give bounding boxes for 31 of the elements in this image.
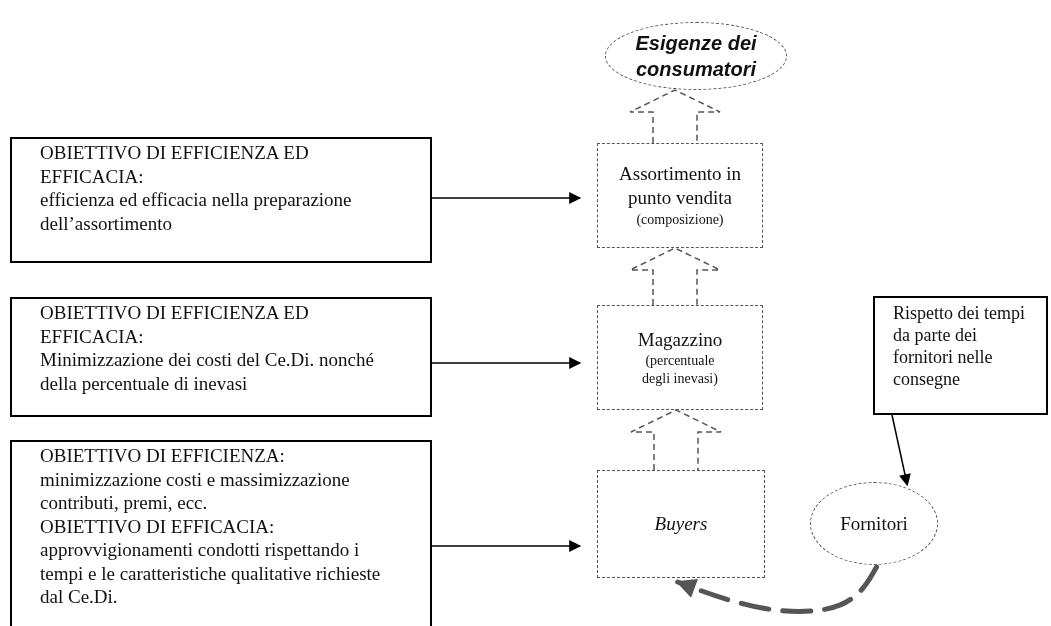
objective-heading: OBIETTIVO DI EFFICIENZA: xyxy=(40,444,286,468)
node-note: (composizione) xyxy=(636,210,724,229)
objective-box xyxy=(10,440,432,626)
process-box xyxy=(597,470,765,578)
process-box xyxy=(597,305,763,410)
arrow xyxy=(431,357,582,369)
objective-text: minimizzazione costi e massimizzazione contributi, premi, ecc. xyxy=(40,467,351,515)
arrow xyxy=(431,192,582,204)
objective-text: efficienza ed efficacia nella preparazione dell’assortimento xyxy=(40,188,353,235)
arrow xyxy=(891,414,911,487)
node-title: Assortimento in punto vendita xyxy=(618,161,742,210)
objective-text: Minimizzazione dei costi del Ce.Di. nonché della percentuale di inevasi xyxy=(40,348,375,395)
objective-heading: OBIETTIVO DI EFFICACIA: xyxy=(40,514,276,538)
node-title: Magazzino xyxy=(637,327,723,352)
objective-heading: OBIETTIVO DI EFFICIENZA ED EFFICACIA: xyxy=(40,301,310,348)
node-title: Fornitori xyxy=(840,511,908,536)
note-text: Rispetto dei tempi da parte dei fornitori nelle consegne xyxy=(893,302,1026,390)
arrow xyxy=(675,564,880,614)
node-title: Esigenze dei consumatori xyxy=(634,31,758,82)
node-title: Buyers xyxy=(654,512,708,536)
note-box xyxy=(873,296,1048,415)
objective-heading: OBIETTIVO DI EFFICIENZA ED EFFICACIA: xyxy=(40,141,310,188)
arrow xyxy=(431,540,582,552)
objective-box xyxy=(10,137,432,263)
node-note: (percentuale degli inevasi) xyxy=(641,351,719,388)
hollow-arrow xyxy=(629,89,721,144)
objective-text: approvvigionamenti condotti rispettando i tempi e le caratteristiche qualitative richieste dal Ce.Di. xyxy=(40,538,382,609)
hollow-arrow xyxy=(629,247,721,306)
objective-box xyxy=(10,297,432,417)
hollow-arrow xyxy=(630,409,722,471)
process-box xyxy=(597,143,763,248)
